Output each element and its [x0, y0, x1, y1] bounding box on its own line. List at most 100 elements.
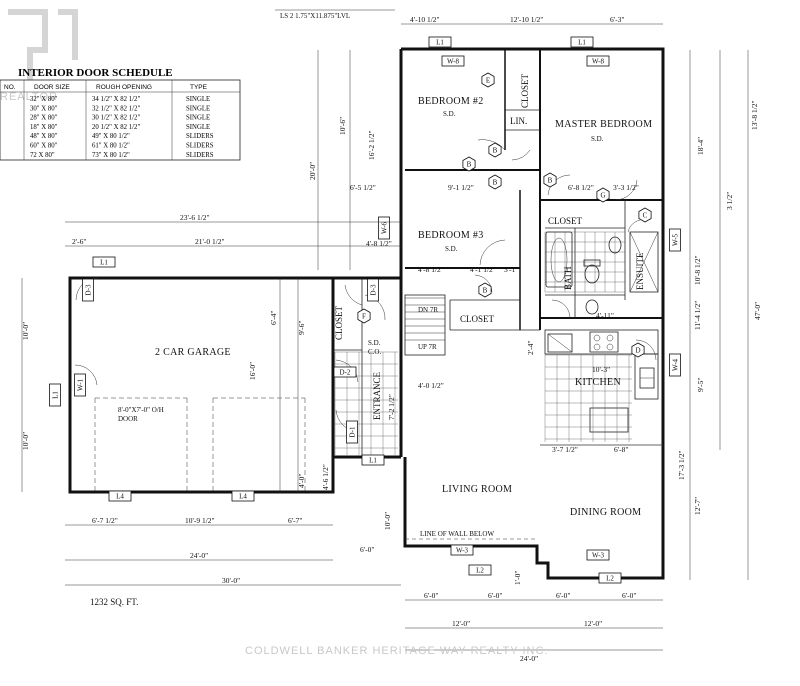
label-sd-master: S.D. — [591, 135, 604, 143]
schedule-cell: 30 1/2" X 82 1/2" — [92, 115, 140, 122]
tag-d3 — [82, 278, 94, 302]
dim-21-0: 21'-0 1/2" — [195, 237, 225, 246]
dim-l-4-0: 4'-0" — [297, 474, 306, 488]
label-sd-entry: S.D. — [368, 339, 381, 347]
label-garage-door: 8'-0"X7'-0" O/H — [118, 406, 164, 414]
label-kitchen: KITCHEN — [575, 377, 621, 388]
dim-r-10-8: 10'-8 1/2" — [693, 255, 702, 285]
label-bedroom-2: BEDROOM #2 — [418, 96, 484, 107]
dim-4-1: 4'-1 1/2" — [470, 265, 496, 274]
tag-w3 — [586, 549, 610, 561]
dim-top-2: 12'-10 1/2" — [510, 15, 543, 24]
schedule-header-no: NO. — [4, 84, 16, 91]
door-schedule: INTERIOR DOOR SCHEDULE NO. DOOR SIZE ROU… — [0, 67, 241, 161]
door-hex-label: B — [467, 161, 472, 169]
dim-r-17-3: 17'-3 1/2" — [677, 450, 686, 480]
tag-l1 — [92, 256, 116, 268]
dim-r-18-4: 18'-4" — [696, 137, 705, 155]
dimension-texts: 4'-10 1/2" 12'-10 1/2" 6'-3" 23'-6 1/2" … — [21, 15, 762, 663]
label-up: UP 7R — [418, 343, 437, 351]
door-hex-label: B — [493, 179, 498, 187]
label-living-room: LIVING ROOM — [442, 484, 512, 495]
dim-r-3-5: 3 1/2" — [725, 192, 734, 210]
schedule-cell: SLIDERS — [186, 133, 214, 140]
schedule-cell: 60" X 80" — [30, 143, 58, 150]
schedule-cell: 73" X 80 1/2" — [92, 152, 130, 159]
tag-label: L1 — [369, 457, 377, 465]
door-hex-marker — [478, 282, 492, 298]
door-hex-label: B — [493, 147, 498, 155]
door-hex-marker — [638, 207, 652, 223]
schedule-cell: 28" X 80" — [30, 115, 58, 122]
schedule-cell: SINGLE — [186, 115, 210, 122]
tag-l4 — [231, 490, 255, 502]
garage-door-lines — [94, 397, 306, 492]
tag-l2 — [598, 572, 622, 584]
dim-r-11-4: 11'-4 1/2" — [693, 301, 702, 330]
dim-12-0a: 12'-0" — [452, 619, 470, 628]
dim-l-7-2: 7'-2 1/2" — [387, 394, 396, 420]
tag-l1 — [570, 36, 594, 48]
schedule-cell: 34 1/2" X 82 1/2" — [92, 96, 140, 103]
schedule-cell: 72 X 80" — [30, 152, 55, 159]
tag-d3 — [367, 278, 379, 302]
label-co-entry: C.O. — [368, 348, 381, 356]
door-hex-label: F — [362, 313, 366, 321]
dim-top-3: 6'-3" — [610, 15, 624, 24]
house-walls — [68, 47, 665, 580]
door-hex-marker — [488, 174, 502, 190]
dim-6-7a: 6'-7 1/2" — [92, 516, 118, 525]
dim-9-1: 9'-1 1/2" — [448, 183, 474, 192]
schedule-header-rough: ROUGH OPENING — [96, 84, 152, 91]
tag-w1 — [74, 373, 86, 397]
door-hex-label: C — [643, 212, 648, 220]
tag-label: L1 — [578, 39, 586, 47]
label-dining-room: DINING ROOM — [570, 507, 641, 518]
label-bedroom-3: BEDROOM #3 — [418, 230, 484, 241]
label-ensuite: ENSUITE — [635, 252, 645, 290]
watermark: COLDWELL BANKER HERITAGE WAY REALTY INC. — [245, 645, 548, 657]
dim-r-9-5: 9'-5" — [696, 378, 705, 392]
dim-6-8b: 6'-8" — [614, 445, 628, 454]
dim-r-13-8: 13'-8 1/2" — [750, 100, 759, 130]
beam-note: LS 2 1.75"X11.875"LVL — [280, 12, 350, 20]
door-hex-marker — [596, 187, 610, 203]
label-closet-master: CLOSET — [548, 216, 583, 226]
tag-w3 — [450, 544, 474, 556]
tag-label: D-3 — [370, 284, 378, 295]
label-entrance: ENTRANCE — [372, 372, 382, 420]
tag-label: L2 — [606, 575, 614, 583]
dim-6-7b: 6'-7" — [288, 516, 302, 525]
dim-l-1-0: 1'-0" — [513, 571, 522, 585]
tag-label: L4 — [116, 493, 124, 501]
dim-3-7: 3'-7 1/2" — [552, 445, 578, 454]
tag-w5 — [669, 228, 681, 252]
tag-label: W-3 — [592, 552, 605, 560]
dim-23-6: 23'-6 1/2" — [180, 213, 210, 222]
tag-l4 — [108, 490, 132, 502]
tag-w8 — [441, 55, 465, 67]
label-area: 1232 SQ. FT. — [90, 597, 138, 607]
tag-l2 — [468, 564, 492, 576]
door-hex-label: D — [635, 347, 640, 355]
dim-10-9: 10'-9 1/2" — [185, 516, 215, 525]
dim-6-0c: 6'-0" — [556, 591, 570, 600]
dim-4-8b: 4'-8 1/2" — [418, 265, 444, 274]
tag-label: D-1 — [349, 426, 357, 437]
dim-3-3: 3'-3 1/2" — [613, 183, 639, 192]
label-lin: LIN. — [510, 116, 527, 126]
tag-label: L1 — [100, 259, 108, 267]
dim-6-5: 6'-5 1/2" — [350, 183, 376, 192]
schedule-header-size: DOOR SIZE — [34, 84, 70, 91]
tag-d1 — [346, 420, 358, 444]
realtor-logo — [8, 9, 78, 80]
door-hex-label: B — [483, 287, 488, 295]
dim-6-0b: 6'-0" — [488, 591, 502, 600]
schedule-cell: SINGLE — [186, 96, 210, 103]
label-sd-bed2: S.D. — [443, 110, 456, 118]
tag-label: L1 — [52, 391, 60, 399]
dim-24-0: 24'-0" — [190, 551, 208, 560]
schedule-cell: 49" X 80 1/2" — [92, 133, 130, 140]
door-hex-marker — [543, 172, 557, 188]
